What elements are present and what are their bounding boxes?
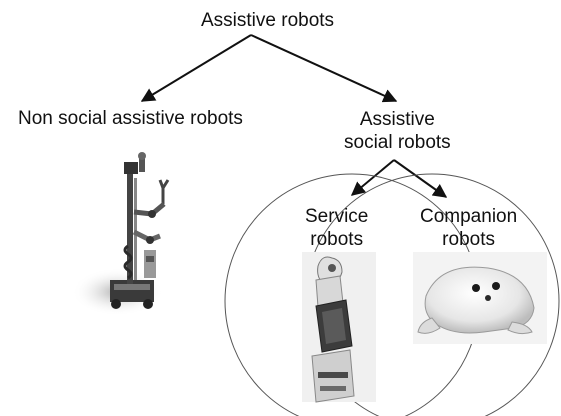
arrow-to-service	[350, 159, 395, 196]
label-companion-line1: Companion	[420, 206, 518, 227]
label-companion-line2: robots	[442, 229, 495, 250]
label-non-social-assistive-robots: Non social assistive robots	[18, 108, 243, 129]
non-social-robot-image	[72, 152, 170, 316]
label-assistive-social-line1: Assistive	[359, 109, 435, 130]
label-assistive-social-robots: Assistive social robots	[344, 108, 451, 154]
label-service-line1: Service	[305, 206, 369, 227]
arrow-to-social	[250, 34, 398, 103]
label-service-line2: robots	[310, 229, 364, 250]
label-service-robots: Service robots	[305, 205, 368, 251]
companion-robot-image	[413, 252, 547, 344]
label-companion-robots: Companion robots	[420, 205, 517, 251]
root-label-assistive-robots: Assistive robots	[201, 10, 335, 31]
arrow-to-companion	[393, 159, 448, 198]
arrow-to-non-social	[140, 34, 252, 102]
label-assistive-social-line2: social robots	[344, 132, 451, 153]
service-robot-image	[302, 252, 376, 403]
